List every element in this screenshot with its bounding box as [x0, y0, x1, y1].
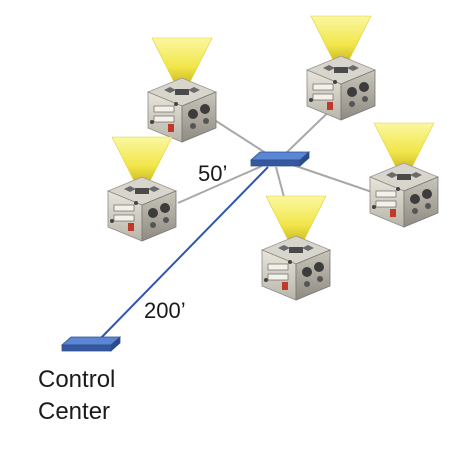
link-fixture-5 — [289, 163, 373, 193]
link-fixture-3 — [177, 165, 263, 204]
trunk-link — [97, 166, 269, 342]
fixture-1 — [147, 37, 217, 143]
fixture-3 — [107, 136, 177, 242]
short-run-label: 50’ — [198, 161, 227, 186]
control-center-switch — [61, 336, 121, 352]
long-run-label: 200’ — [144, 298, 186, 323]
network-switch — [250, 151, 310, 167]
fixture-2 — [306, 15, 376, 121]
control-center-label-line1: Control — [38, 366, 115, 393]
fixture-5 — [369, 122, 439, 228]
fixture-4 — [261, 195, 331, 301]
control-center-label-line2: Center — [38, 398, 110, 425]
